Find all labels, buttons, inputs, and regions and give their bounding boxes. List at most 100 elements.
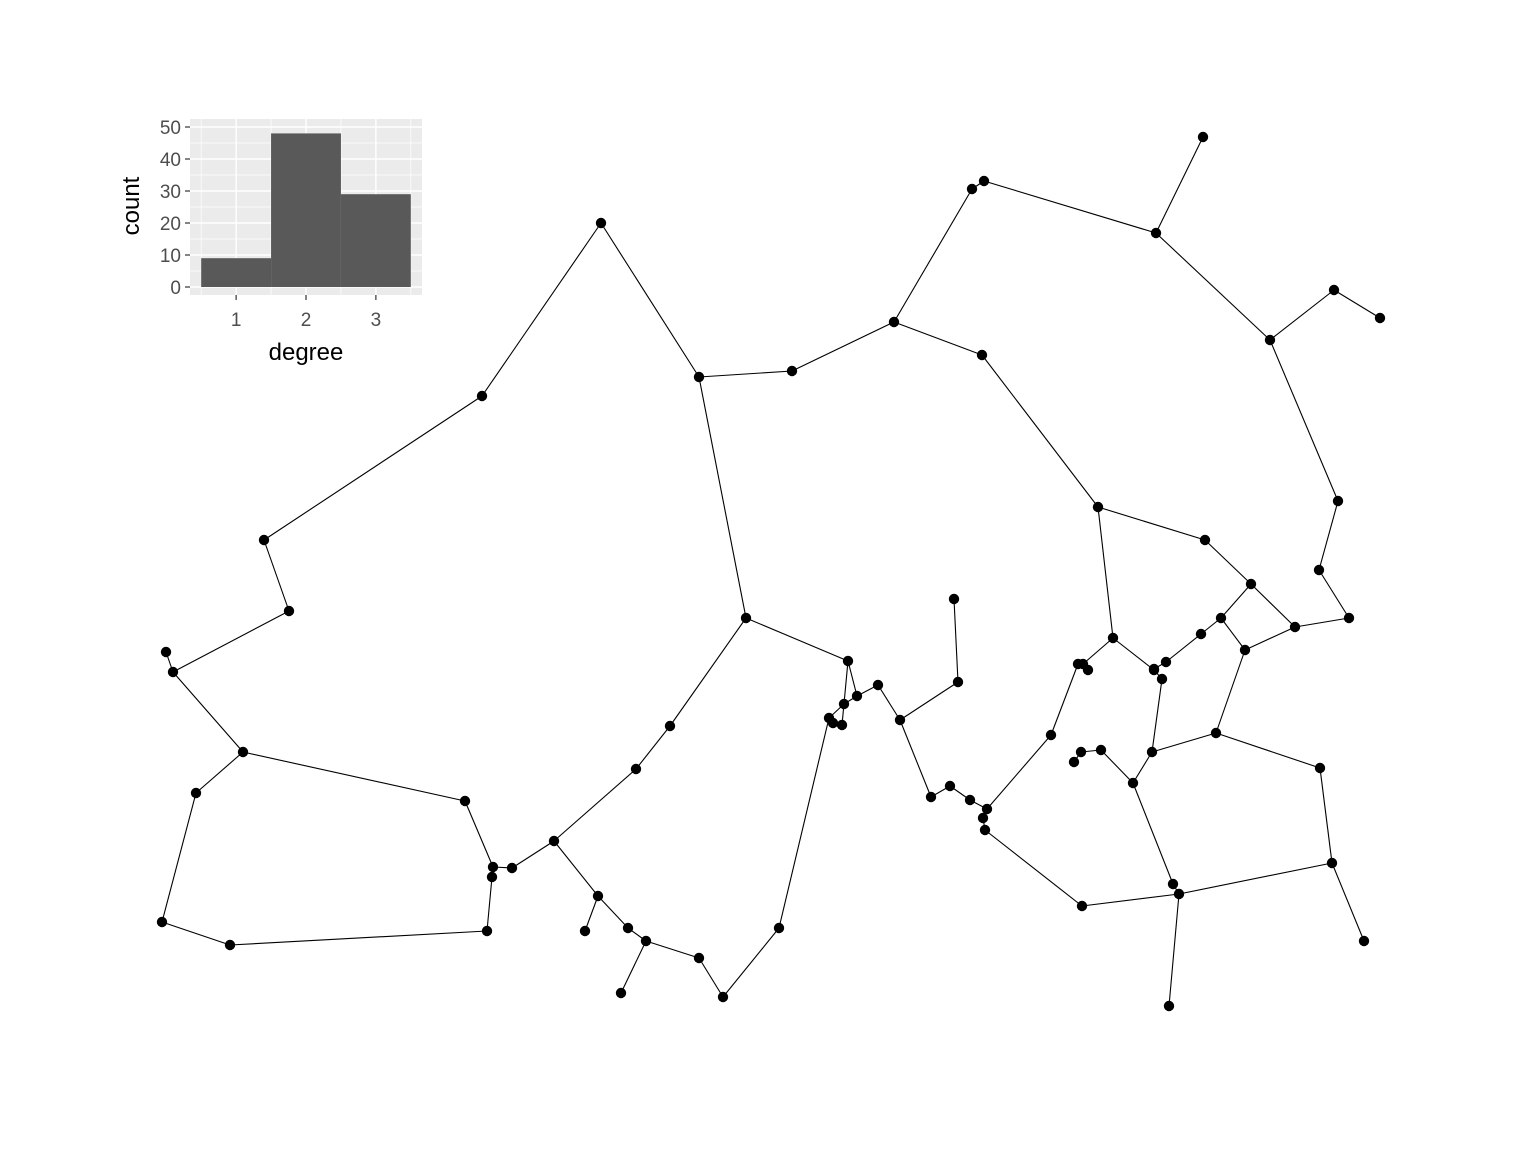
- network-edge: [1050, 663, 1079, 736]
- network-node: [851, 690, 863, 702]
- y-tick-label: 0: [170, 278, 181, 299]
- network-edge: [172, 671, 244, 753]
- network-node: [966, 183, 978, 195]
- y-tick-label: 40: [160, 150, 181, 171]
- y-axis-title: count: [118, 176, 145, 235]
- network-node: [1156, 673, 1168, 685]
- network-edge: [553, 840, 599, 897]
- network-edge: [983, 180, 1157, 234]
- network-node: [948, 593, 960, 605]
- network-node: [925, 791, 937, 803]
- x-axis-title: degree: [269, 339, 344, 366]
- network-node: [640, 935, 652, 947]
- network-node: [1313, 564, 1325, 576]
- network-node: [1127, 777, 1139, 789]
- network-edge: [161, 792, 197, 923]
- network-edge: [1097, 506, 1206, 541]
- network-edge: [877, 684, 901, 721]
- network-edge: [1151, 678, 1163, 753]
- network-edge: [1082, 637, 1114, 665]
- network-edge: [1151, 732, 1217, 753]
- network-node: [1314, 762, 1326, 774]
- network-edge: [698, 957, 724, 998]
- network-edge: [1165, 633, 1202, 663]
- network-edge: [242, 751, 466, 802]
- network-edge: [1220, 583, 1252, 619]
- network-edge: [698, 370, 793, 378]
- network-node: [1160, 656, 1172, 668]
- network-edge: [584, 895, 599, 932]
- network-node: [872, 679, 884, 691]
- network-edge: [847, 660, 858, 697]
- network-edge: [1294, 617, 1350, 628]
- network-node: [944, 780, 956, 792]
- network-node: [664, 720, 676, 732]
- network-node: [894, 714, 906, 726]
- network-node: [952, 676, 964, 688]
- network-node: [838, 698, 850, 710]
- network-node: [976, 349, 988, 361]
- network-edge: [893, 188, 973, 323]
- network-edge: [1178, 862, 1333, 895]
- network-edge: [620, 940, 647, 994]
- network-edge: [1155, 232, 1271, 341]
- network-node: [630, 763, 642, 775]
- network-edge: [791, 321, 895, 372]
- network-node: [1328, 284, 1340, 296]
- network-node: [258, 534, 270, 546]
- network-node: [1374, 312, 1386, 324]
- network-node: [167, 666, 179, 678]
- network-edge: [1155, 136, 1204, 234]
- network-node: [1197, 131, 1209, 143]
- network-edge: [981, 354, 1099, 508]
- network-edge: [486, 876, 493, 932]
- network-edge: [698, 376, 747, 619]
- network-node: [1326, 857, 1338, 869]
- network-node: [1210, 727, 1222, 739]
- network-edge: [1269, 289, 1335, 341]
- network-edge: [1132, 751, 1153, 784]
- network-node: [1358, 935, 1370, 947]
- network-node: [1199, 534, 1211, 546]
- network-edge: [745, 617, 849, 662]
- network-edge: [778, 717, 830, 929]
- network-edge: [1318, 500, 1339, 571]
- network-node: [1239, 644, 1251, 656]
- network-edge: [1318, 569, 1350, 619]
- network-edge: [481, 222, 602, 397]
- network-node: [237, 746, 249, 758]
- network-edge: [1100, 749, 1134, 784]
- network-node: [476, 390, 488, 402]
- histogram-bar: [201, 258, 272, 287]
- y-tick-label: 50: [160, 118, 181, 139]
- x-tick-label: 1: [231, 310, 242, 331]
- network-node: [1245, 578, 1257, 590]
- network-nodes: [156, 131, 1386, 1012]
- network-edge: [899, 681, 959, 721]
- network-edge: [1244, 626, 1296, 651]
- network-node: [622, 922, 634, 934]
- network-edge: [1097, 506, 1114, 639]
- network-edge: [1132, 782, 1174, 885]
- network-node: [977, 812, 989, 824]
- network-node: [156, 916, 168, 928]
- network-node: [978, 175, 990, 187]
- network-edge: [953, 598, 959, 683]
- network-node: [842, 655, 854, 667]
- network-edge: [669, 617, 747, 727]
- network-edge: [635, 725, 671, 770]
- network-node: [1195, 628, 1207, 640]
- network-node: [1068, 756, 1080, 768]
- network-edge: [553, 768, 637, 842]
- network-node: [1343, 612, 1355, 624]
- network-edges: [161, 136, 1381, 1007]
- network-node: [836, 719, 848, 731]
- network-node: [773, 922, 785, 934]
- histogram-bars: [201, 133, 411, 287]
- network-edge: [893, 321, 983, 356]
- network-node: [1163, 1000, 1175, 1012]
- histogram-bar: [340, 194, 411, 287]
